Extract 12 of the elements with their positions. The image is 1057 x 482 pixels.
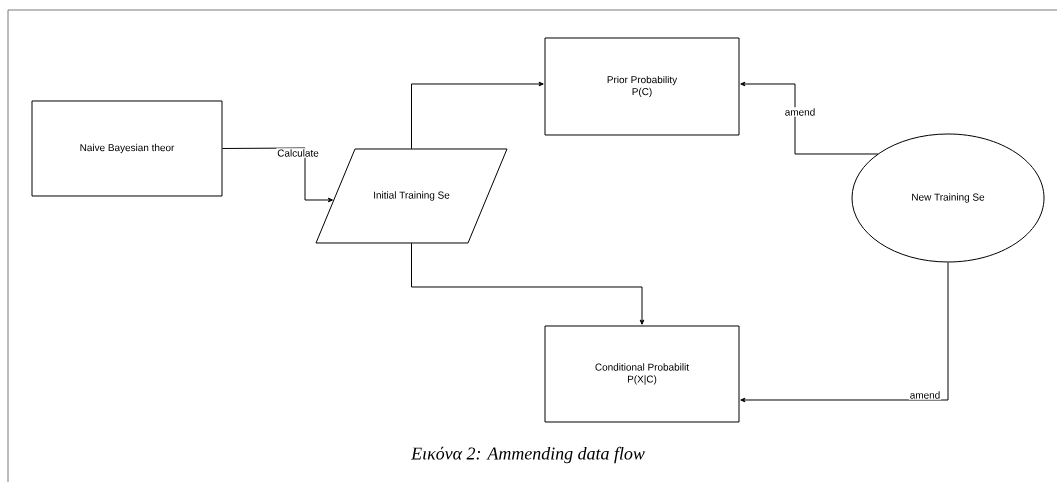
arrow bbox=[222, 147, 334, 203]
edge-label: amend bbox=[783, 107, 817, 117]
arrow bbox=[740, 81, 879, 155]
edge-label: amend bbox=[908, 390, 942, 400]
arrow bbox=[411, 242, 645, 325]
process-box: Naive Bayesian theor bbox=[31, 100, 223, 197]
caption: Εικόνα 2: Ammending data flow bbox=[410, 446, 645, 464]
arrow bbox=[411, 81, 544, 150]
arrow bbox=[740, 262, 949, 403]
process-box: Conditional Probabilit P(X|C) bbox=[544, 325, 740, 423]
edge-label: Calculate bbox=[276, 148, 320, 158]
process-box: Prior Probability P(C) bbox=[544, 37, 740, 136]
